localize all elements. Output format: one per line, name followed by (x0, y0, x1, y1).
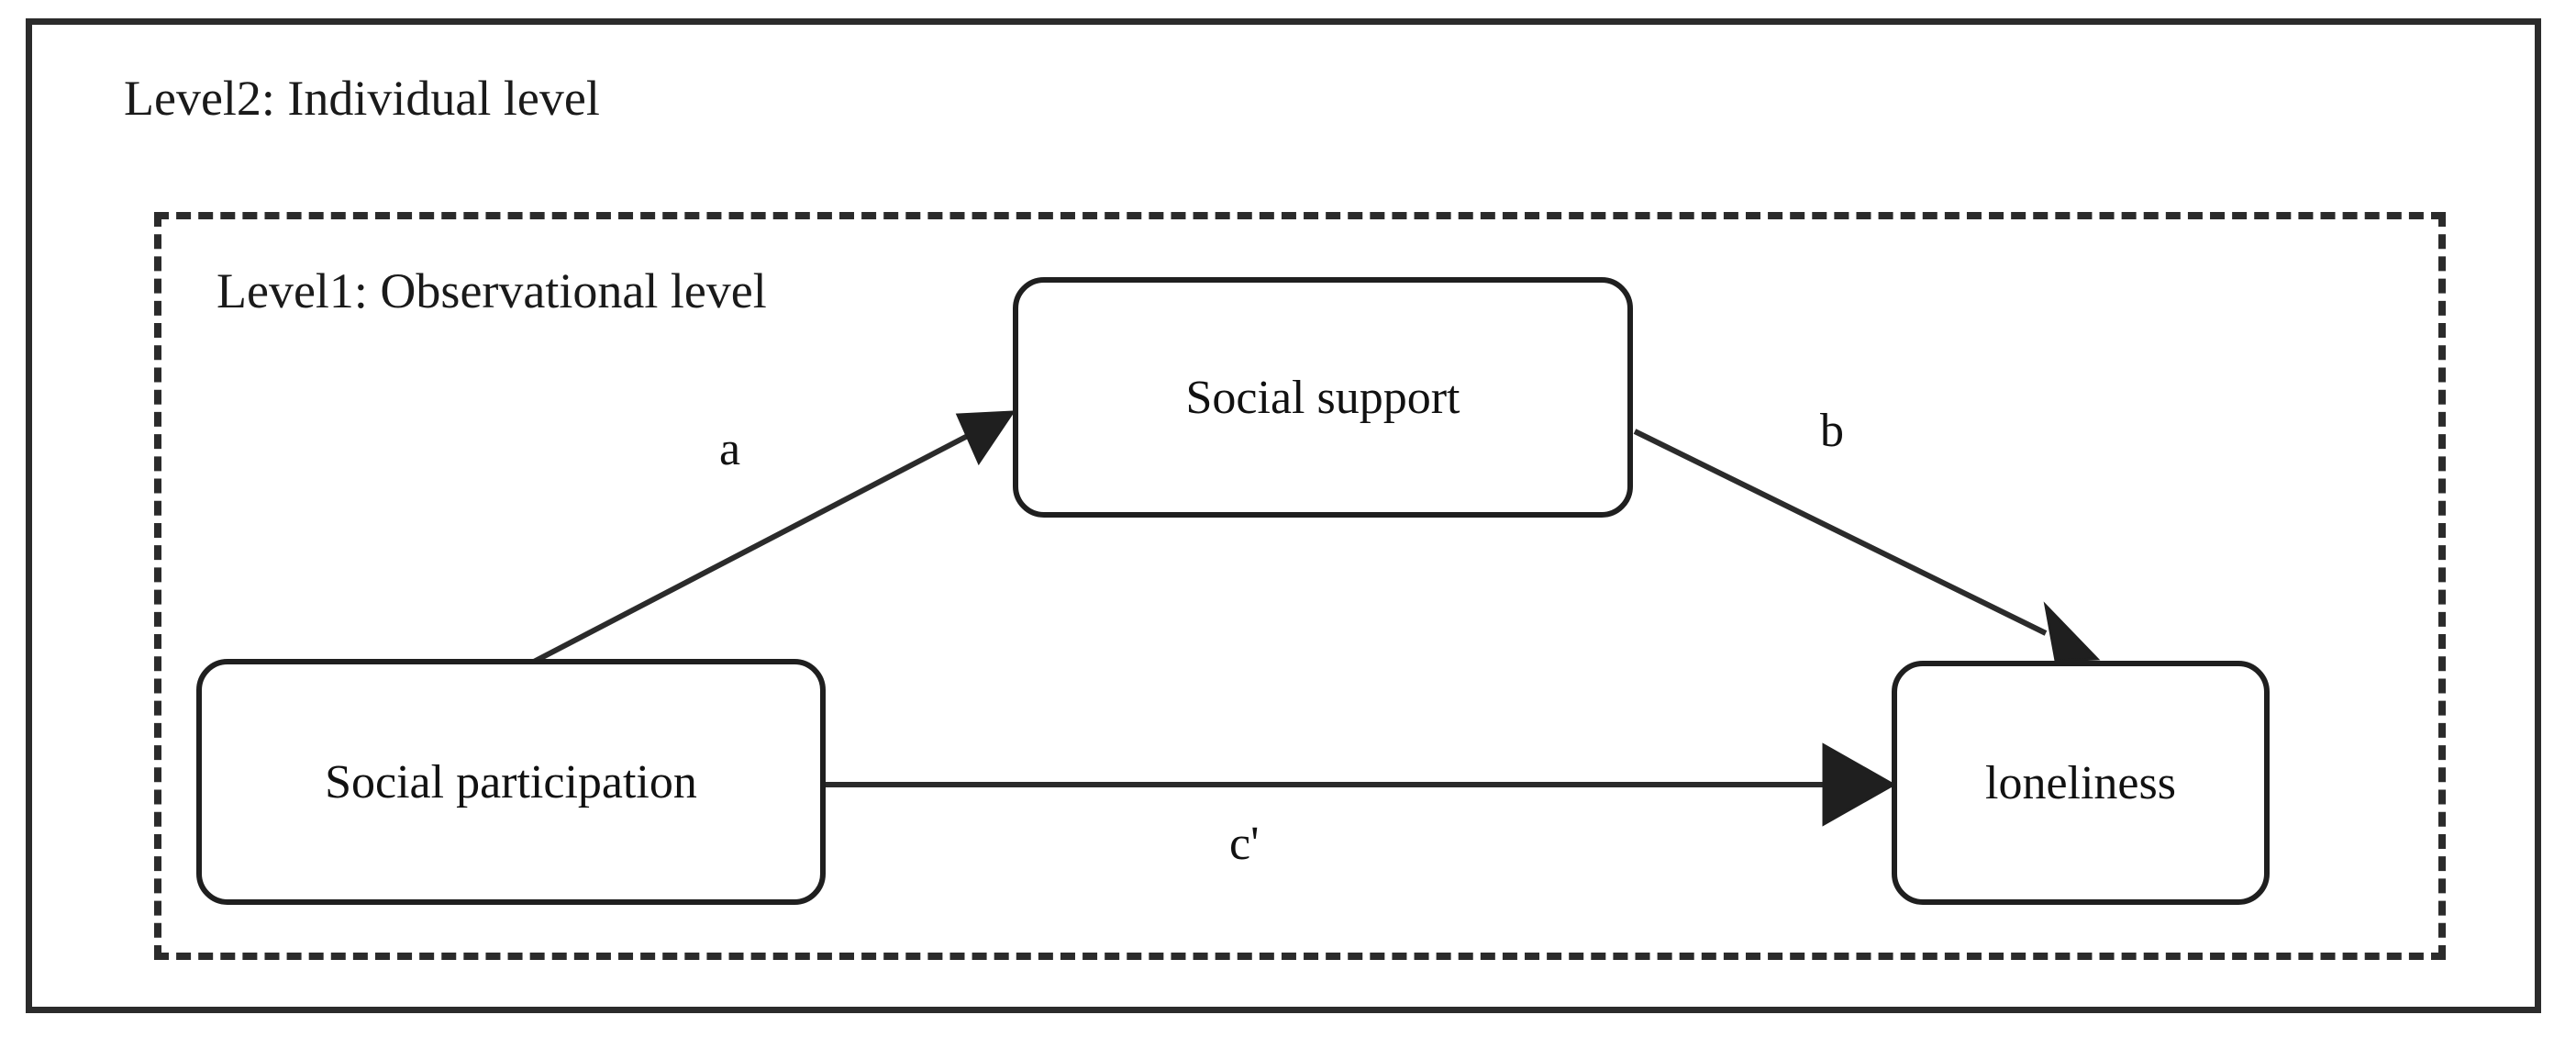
node-social-participation-label: Social participation (325, 755, 697, 808)
node-social-participation[interactable]: Social participation (196, 659, 826, 905)
level1-container-label: Level1: Observational level (217, 263, 767, 318)
edge-label-a: a (719, 423, 741, 475)
edge-label-b: b (1820, 405, 1844, 457)
node-loneliness[interactable]: loneliness (1892, 661, 2270, 905)
node-social-support[interactable]: Social support (1013, 277, 1633, 518)
node-loneliness-label: loneliness (1985, 756, 2176, 809)
edge-label-c-prime: c' (1229, 818, 1260, 870)
node-social-support-label: Social support (1185, 371, 1460, 424)
level2-container-label: Level2: Individual level (124, 71, 600, 126)
level1-container (154, 212, 2446, 960)
